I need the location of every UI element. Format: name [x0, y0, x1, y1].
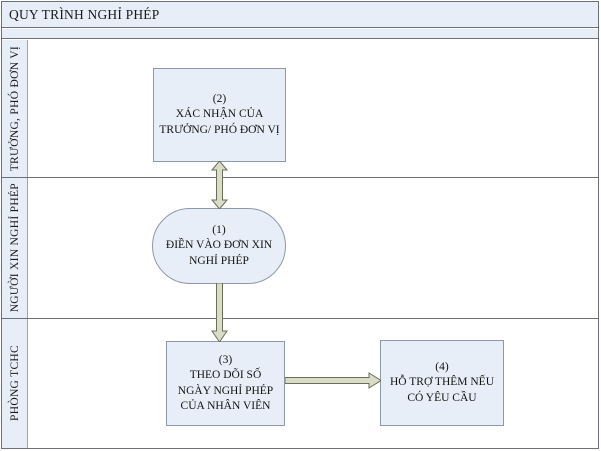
lane-header-phong-tchc: PHÒNG TCHC: [2, 318, 28, 448]
node-1-label: ĐIỀN VÀO ĐƠN XIN NGHỈ PHÉP: [165, 239, 273, 267]
lane-label-text: PHÒNG TCHC: [8, 345, 21, 421]
process-node-4[interactable]: (4) HỖ TRỢ THÊM NẾU CÓ YÊU CẦU: [380, 340, 504, 426]
node-4-number: (4): [435, 361, 449, 374]
process-node-2[interactable]: (2) XÁC NHẬN CỦA TRƯỞNG/ PHÓ ĐƠN VỊ: [153, 68, 286, 162]
node-1-number: (1): [212, 224, 226, 237]
lane-header-truong-pho-don-vi: TRƯỞNG, PHÓ ĐƠN VỊ: [2, 40, 28, 177]
connector-node1-node2-bidirectional-arrow: [211, 161, 228, 209]
lane-header-nguoi-xin-nghi-phep: NGƯỜI XIN NGHỈ PHÉP: [2, 177, 28, 318]
node-3-number: (3): [218, 354, 233, 367]
lane-separator-2: [2, 318, 598, 319]
connector-node3-node4-right-arrow: [285, 372, 381, 389]
node-2-label: XÁC NHẬN CỦA TRƯỞNG/ PHÓ ĐƠN VỊ: [159, 108, 280, 136]
connector-node1-node3-down-arrow: [211, 283, 228, 342]
process-node-3[interactable]: (3) THEO DÕI SỐ NGÀY NGHỈ PHÉP CỦA NHÂN …: [166, 341, 285, 426]
title-sub-band: [2, 29, 598, 39]
lane-label-text: NGƯỜI XIN NGHỈ PHÉP: [8, 182, 21, 313]
lane-label-text: TRƯỞNG, PHÓ ĐƠN VỊ: [8, 45, 21, 172]
node-4-label: HỖ TRỢ THÊM NẾU CÓ YÊU CẦU: [389, 376, 495, 404]
process-node-1[interactable]: (1) ĐIỀN VÀO ĐƠN XIN NGHỈ PHÉP: [152, 208, 286, 284]
lane-separator-1: [2, 177, 598, 178]
node-3-label: THEO DÕI SỐ NGÀY NGHỈ PHÉP CỦA NHÂN VIÊN: [177, 369, 274, 412]
diagram-title-bar: QUY TRÌNH NGHỈ PHÉP: [2, 2, 598, 28]
page-title: QUY TRÌNH NGHỈ PHÉP: [9, 6, 160, 22]
node-2-number: (2): [212, 93, 227, 106]
